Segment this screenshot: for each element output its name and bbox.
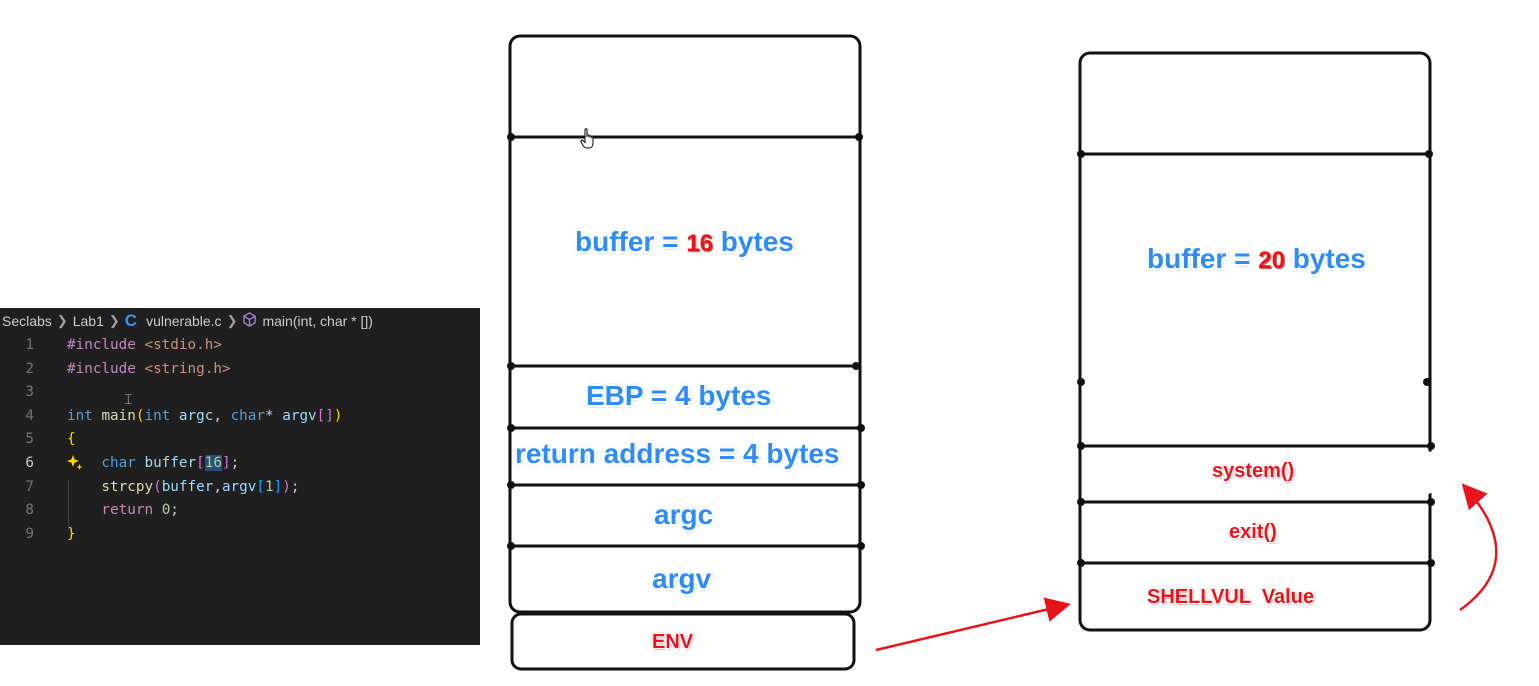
code-token: ): [282, 478, 291, 495]
chevron-right-icon: ❯: [56, 313, 68, 328]
line-number: 2: [25, 360, 34, 377]
code-token: ;: [170, 502, 179, 519]
c-file-icon: C: [124, 311, 138, 330]
code-line[interactable]: 5{: [0, 428, 480, 452]
code-line[interactable]: 2 #include <string.h>: [0, 358, 480, 382]
code-line[interactable]: 8 return 0;: [0, 499, 480, 523]
code-token: [: [256, 478, 265, 495]
line-number: 6: [25, 454, 34, 471]
line-number: 4: [25, 407, 34, 424]
code-token: 0: [161, 502, 171, 519]
left-buffer-size: 16: [686, 230, 713, 257]
line-number: 8: [25, 502, 34, 519]
code-token: strcpy: [67, 478, 154, 495]
code-line[interactable]: 9}: [0, 523, 480, 547]
code-token: #include: [67, 360, 145, 377]
indent-guide: [68, 480, 69, 530]
stack-right: [1077, 51, 1445, 632]
breadcrumb-root[interactable]: Seclabs: [2, 313, 52, 329]
code-text: #include <string.h>: [67, 358, 231, 382]
breadcrumb-folder[interactable]: Lab1: [72, 313, 104, 329]
code-token: [: [196, 454, 205, 471]
code-token: []: [316, 407, 334, 424]
line-number: 5: [25, 431, 34, 448]
shellvul-label: SHELLVUL Value: [1147, 586, 1315, 608]
sparkle-icon[interactable]: [66, 454, 84, 477]
line-number: 3: [25, 384, 34, 401]
line-number: 7: [25, 478, 34, 495]
code-token: (: [153, 478, 162, 495]
chevron-right-icon: ❯: [226, 313, 238, 328]
code-token: {: [67, 431, 76, 448]
code-text: char buffer[16];: [67, 452, 239, 476]
code-token: main: [101, 407, 136, 424]
code-token: 1: [265, 478, 274, 495]
chevron-right-icon: ❯: [108, 313, 120, 328]
code-line[interactable]: 3: [0, 381, 480, 405]
stack-right-frame: [1078, 51, 1432, 632]
code-token: ]: [221, 454, 231, 471]
code-token: #include: [67, 337, 145, 353]
line-number: 9: [25, 525, 34, 542]
code-text: strcpy(buffer,argv[1]);: [67, 476, 299, 500]
env-block: [510, 612, 856, 671]
code-token: }: [67, 525, 76, 542]
code-area[interactable]: 1 #include <stdio.h> 2 #include <string.h> 3…: [0, 334, 480, 546]
arrow-env-to-shellvul: [875, 597, 1071, 652]
code-line[interactable]: 7 strcpy(buffer,argv[1]);: [0, 476, 480, 500]
code-text: }: [67, 523, 76, 547]
code-token: buffer: [161, 478, 214, 495]
code-text: int main(int argc, char* argv[]): [67, 405, 343, 429]
stack-left: [507, 34, 865, 671]
code-token: ): [333, 407, 343, 424]
code-token: char: [67, 454, 145, 471]
left-buffer-label: buffer = 16 bytes: [575, 226, 794, 257]
code-text: return 0;: [67, 499, 179, 523]
code-token: int: [67, 407, 102, 424]
code-token: argv: [282, 407, 317, 424]
breadcrumb-symbol[interactable]: main(int, char * []): [262, 313, 373, 329]
line-number: 1: [25, 337, 34, 353]
argc-label: argc: [654, 499, 714, 530]
method-cube-icon: [242, 312, 257, 330]
text-cursor-icon: ⌶: [124, 391, 133, 407]
ebp-label: EBP = 4 bytes: [586, 380, 772, 411]
exit-label: exit(): [1229, 521, 1277, 543]
right-buffer-size: 20: [1258, 247, 1285, 274]
code-token: 16: [204, 454, 222, 471]
code-editor: Seclabs ❯ Lab1 ❯ C vulnerable.c ❯ main(i…: [0, 308, 480, 645]
code-token: ;: [230, 454, 240, 471]
right-buffer-label: buffer = 20 bytes: [1147, 243, 1366, 274]
hand-cursor-icon: [580, 128, 598, 157]
code-text: {: [67, 428, 76, 452]
breadcrumb: Seclabs ❯ Lab1 ❯ C vulnerable.c ❯ main(i…: [0, 308, 480, 334]
code-line[interactable]: 1 #include <stdio.h>: [0, 334, 480, 358]
return-address-label: return address = 4 bytes: [515, 438, 840, 469]
env-label: ENV: [652, 631, 694, 653]
system-label: system(): [1212, 460, 1295, 482]
code-token: (: [135, 407, 145, 424]
code-token: *: [265, 407, 283, 424]
breadcrumb-file[interactable]: vulnerable.c: [146, 313, 222, 329]
code-token: <stdio.h>: [144, 337, 222, 353]
code-line[interactable]: 6 char buffer[16];: [0, 452, 480, 476]
code-token: int: [144, 407, 179, 424]
code-token: ]: [273, 478, 283, 495]
code-token: ,: [213, 478, 222, 495]
code-token: argc: [178, 407, 214, 424]
code-token: ;: [290, 478, 300, 495]
code-token: ,: [213, 407, 231, 424]
arrow-shellvul-to-system: [1459, 483, 1498, 612]
code-token: char: [230, 407, 266, 424]
code-token: <string.h>: [144, 360, 231, 377]
code-text: #include <stdio.h>: [67, 334, 222, 358]
code-token: argv: [221, 478, 257, 495]
code-token: buffer: [144, 454, 197, 471]
argv-label: argv: [652, 563, 712, 594]
stack-left-frame: [508, 34, 862, 614]
code-token: return: [67, 502, 162, 519]
